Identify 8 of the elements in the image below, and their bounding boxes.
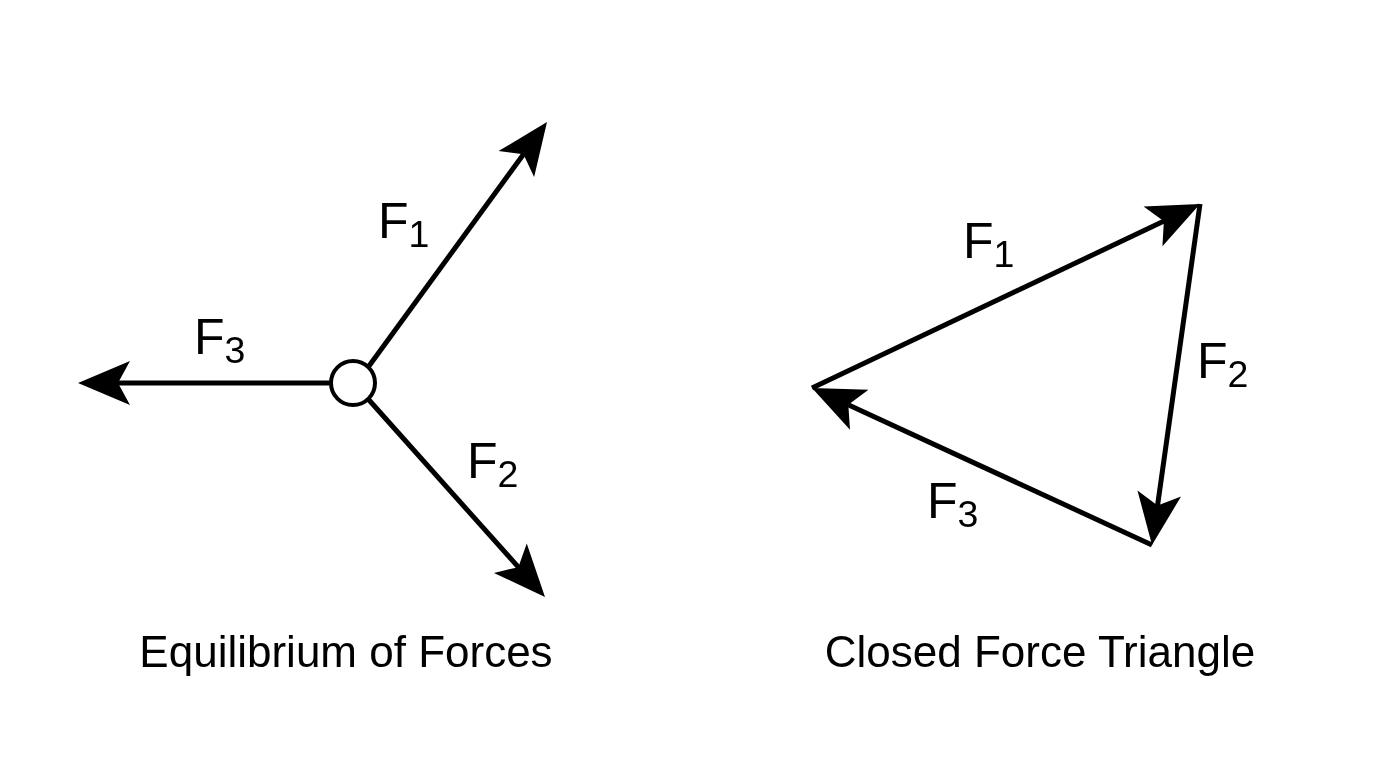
force-label: F$_{3}$ bbox=[927, 476, 979, 526]
caption: Equilibrium of Forces bbox=[139, 630, 553, 674]
force-label: F$_{1}$ bbox=[963, 216, 1015, 266]
caption: Closed Force Triangle bbox=[824, 630, 1256, 674]
force-label: F$_{2}$ bbox=[467, 436, 519, 486]
force-label: F$_{2}$ bbox=[1197, 336, 1249, 386]
force-label: F$_{1}$ bbox=[378, 196, 430, 246]
force-label: F$_{3}$ bbox=[194, 312, 246, 362]
